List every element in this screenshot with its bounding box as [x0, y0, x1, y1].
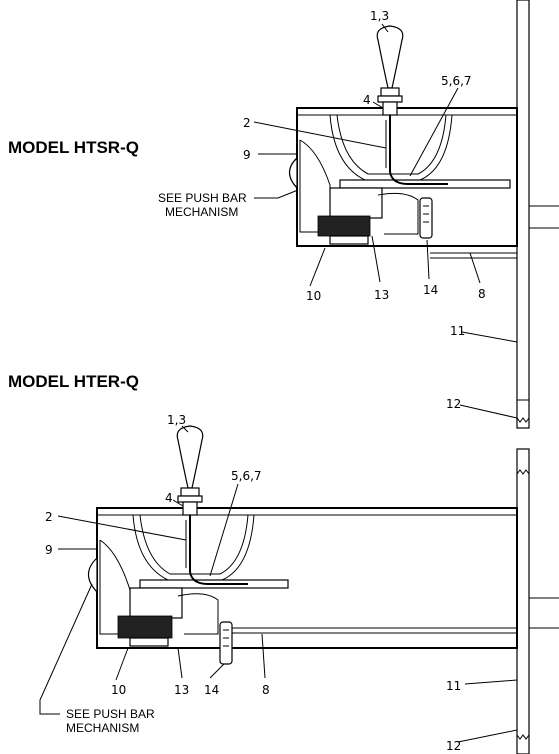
- callout-2: 2: [243, 116, 251, 130]
- callout-8: 8: [478, 287, 486, 301]
- callout-14-lower: 14: [204, 683, 219, 697]
- valve-assembly: [317, 215, 371, 237]
- callout-12-lower: 12: [446, 739, 461, 753]
- valve-assembly-lower: [117, 615, 173, 639]
- callout-5-6-7-lower: 5,6,7: [231, 469, 262, 483]
- callout-11-lower: 11: [446, 679, 461, 693]
- callout-1-3-lower: 1,3: [167, 413, 186, 427]
- push-bar-knob: [288, 156, 298, 190]
- callout-13: 13: [374, 288, 389, 302]
- callout-2-lower: 2: [45, 510, 53, 524]
- wall-plate: [516, 0, 530, 429]
- push-bar-note-line1-lower: SEE PUSH BAR: [66, 707, 155, 721]
- callout-8-lower: 8: [262, 683, 270, 697]
- model-title-htsr-q: MODEL HTSR-Q: [8, 138, 139, 157]
- callout-10: 10: [306, 289, 321, 303]
- push-bar-note-line1: SEE PUSH BAR: [158, 191, 247, 205]
- callout-12: 12: [446, 397, 461, 411]
- callout-14: 14: [423, 283, 438, 297]
- adjust-knob-lower: [219, 621, 233, 665]
- callout-10-lower: 10: [111, 683, 126, 697]
- model-title-hter-q: MODEL HTER-Q: [8, 372, 139, 391]
- diagram-htsr-q: MODEL HTSR-Q: [8, 0, 559, 429]
- push-bar-note-line2-lower: MECHANISM: [66, 721, 139, 735]
- handle: [376, 25, 404, 89]
- push-bar-knob-lower: [87, 556, 98, 594]
- callout-5-6-7: 5,6,7: [441, 74, 472, 88]
- adjust-knob: [419, 197, 433, 239]
- diagram-hter-q: MODEL HTER-Q: [8, 372, 559, 754]
- callout-4: 4: [363, 93, 371, 107]
- handle-lower: [176, 425, 204, 489]
- callout-1-3: 1,3: [370, 9, 389, 23]
- callout-9-lower: 9: [45, 543, 53, 557]
- callout-13-lower: 13: [174, 683, 189, 697]
- callout-4-lower: 4: [165, 491, 173, 505]
- wall-plate-lower: [516, 448, 530, 754]
- callout-9: 9: [243, 148, 251, 162]
- callout-11: 11: [450, 324, 465, 338]
- push-bar-note-line2: MECHANISM: [165, 205, 238, 219]
